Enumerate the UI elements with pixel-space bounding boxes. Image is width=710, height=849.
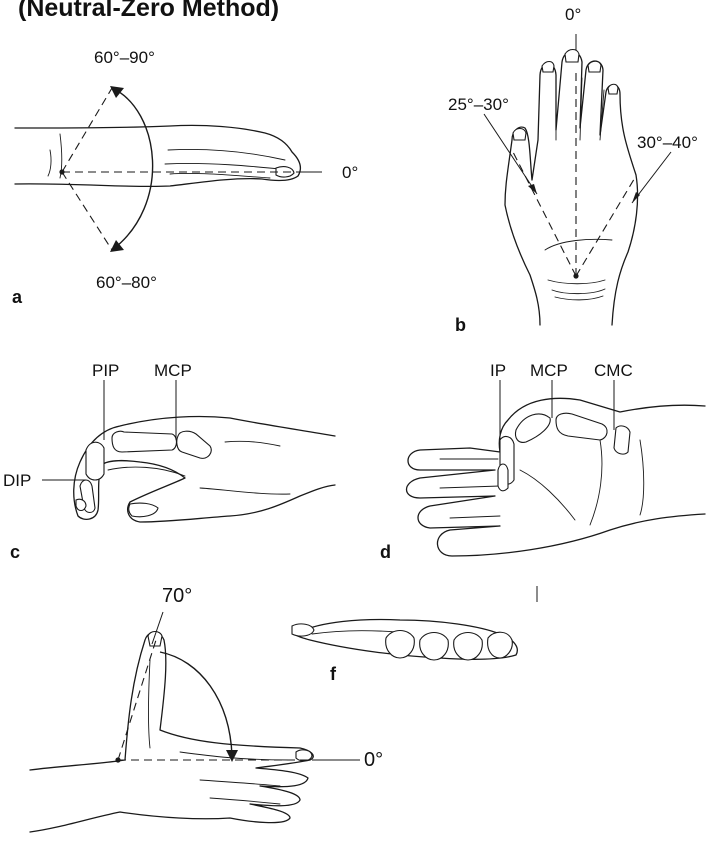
- panel-e-finger-lines: [149, 660, 291, 804]
- panel-c-nail-thumb: [129, 503, 158, 517]
- panel-a-finger-lines: [165, 149, 290, 178]
- panel-d-finger-lines: [440, 440, 644, 525]
- panel-f-finger-4: [488, 632, 513, 658]
- panel-c-joint-dip: DIP: [3, 471, 31, 490]
- panel-d-letter: d: [380, 542, 391, 562]
- panel-c-joint-pip: PIP: [92, 361, 119, 380]
- panel-b-arrow-left: [528, 184, 537, 194]
- panel-d: IP MCP CMC d: [380, 361, 705, 562]
- figure-title: (Neutral-Zero Method): [18, 0, 279, 22]
- panel-b-nail-index: [542, 62, 554, 73]
- panel-a-arrow-up: [110, 86, 124, 98]
- panel-c-letter: c: [10, 542, 20, 562]
- panel-b-nail-little: [608, 84, 618, 94]
- panel-b-ulnar-line: [576, 176, 636, 276]
- panel-a-angle-top: 60°–90°: [94, 48, 155, 67]
- panel-d-joint-mcp: MCP: [530, 361, 568, 380]
- panel-b: 0° 25°–30° 30°–40° b: [448, 5, 698, 335]
- panel-b-angle-zero: 0°: [565, 5, 581, 24]
- panel-b-letter: b: [455, 315, 466, 335]
- panel-b-wrist-creases: [552, 289, 605, 300]
- panel-b-pivot: [573, 273, 578, 278]
- panel-e-abducted-line: [118, 640, 156, 760]
- panel-f-finger-1: [386, 631, 415, 659]
- panel-d-bone-metacarpal: [556, 413, 607, 440]
- panel-c: PIP MCP DIP c: [3, 361, 335, 562]
- panel-a-pivot: [59, 169, 64, 174]
- panel-b-nail-ring: [588, 61, 601, 72]
- panel-b-angle-right: 30°–40°: [637, 133, 698, 152]
- panel-a-extension-line: [62, 88, 112, 172]
- panel-c-bone-proximal: [112, 431, 177, 452]
- panel-b-nail-thumb: [513, 129, 526, 141]
- panel-e: 70° 0°: [30, 585, 383, 832]
- panel-f-thumb-nail: [292, 624, 314, 636]
- panel-c-joint-mcp: MCP: [154, 361, 192, 380]
- panel-a-angle-bottom: 60°–80°: [96, 273, 157, 292]
- panel-d-nail-thumb: [498, 464, 508, 491]
- panel-b-left-leader: [484, 114, 537, 194]
- panel-a: 60°–90° 0° 60°–80° a: [12, 48, 358, 307]
- panel-d-joint-cmc: CMC: [594, 361, 633, 380]
- panel-e-hand-outline: [30, 633, 313, 833]
- panel-a-arc: [112, 88, 153, 250]
- panel-d-bone-carpal: [614, 426, 630, 454]
- panel-e-angle-zero: 0°: [364, 749, 383, 771]
- panel-a-flexion-line: [62, 172, 112, 250]
- panel-b-palm-lines: [545, 78, 612, 284]
- panel-e-nail-index: [296, 750, 312, 761]
- panel-c-bone-middle: [86, 442, 104, 480]
- panel-a-angle-zero: 0°: [342, 163, 358, 182]
- panel-d-joint-ip: IP: [490, 361, 506, 380]
- panel-d-bone-proximal: [515, 414, 550, 442]
- panel-f-finger-3: [454, 633, 483, 661]
- panel-e-angle-top: 70°: [162, 585, 192, 607]
- panel-f-palm-line: [312, 631, 396, 634]
- panel-f-letter: f: [330, 664, 337, 684]
- panel-f-finger-2: [420, 633, 449, 661]
- panel-c-bone-metacarpal: [177, 431, 211, 458]
- panel-b-nail-middle: [565, 50, 579, 63]
- panel-a-letter: a: [12, 287, 23, 307]
- panel-e-pivot: [115, 757, 120, 762]
- panel-f: f: [292, 586, 537, 684]
- panel-b-angle-left: 25°–30°: [448, 95, 509, 114]
- panel-c-nail-finger: [76, 499, 86, 510]
